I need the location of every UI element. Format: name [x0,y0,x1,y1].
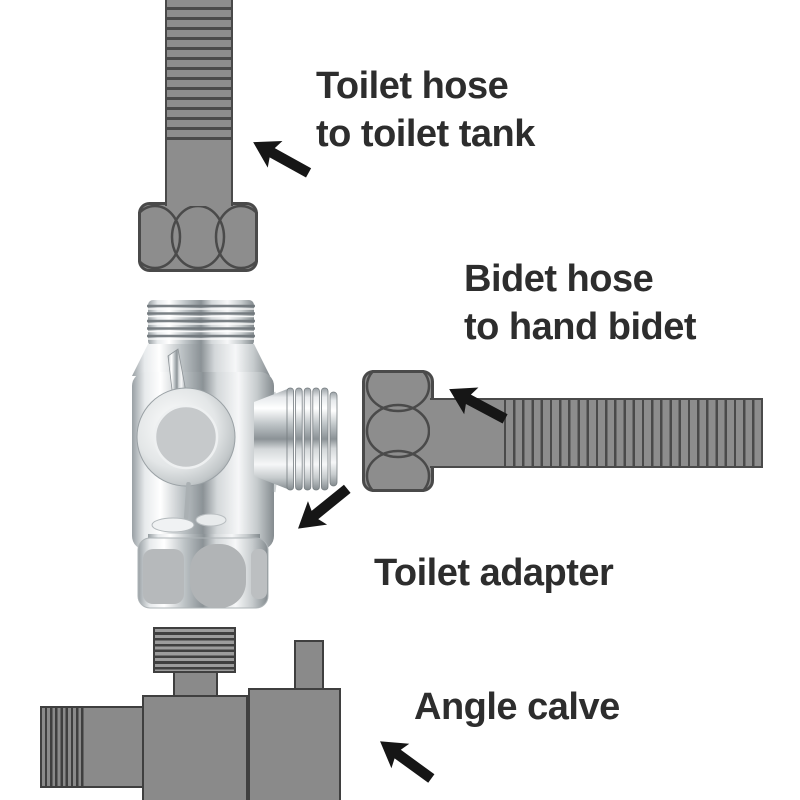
angle-valve-body [142,695,248,800]
label-bidet-hose-line2: to hand bidet [464,306,697,348]
angle-valve-left-thread [40,706,86,788]
angle-valve-right-block [248,688,341,800]
adapter-right-thread [254,387,338,491]
arrow-toilet-hose-icon [253,141,312,178]
angle-valve-knob-stem [173,671,218,699]
adapter-top-thread [147,300,255,346]
label-bidet-hose-line1: Bidet hose [464,258,654,300]
adapter-bottom-nut [137,534,269,609]
label-toilet-adapter-text: Toilet adapter [374,552,614,594]
arrow-angle-valve-icon [380,741,435,783]
toilet-hose-corrugated-tube [165,0,233,142]
arrow-toilet-adapter-icon [298,484,351,529]
bidet-hose-corrugated-tube [497,398,763,468]
label-toilet-adapter: Toilet adapter [374,549,614,597]
label-angle-valve-text: Angle calve [414,686,620,728]
toilet-adapter-graphic [132,300,338,609]
label-toilet-hose-line1: Toilet hose [316,65,509,107]
label-toilet-hose-line2: to toilet tank [316,113,535,155]
arrow-bidet-hose-icon [449,387,508,424]
toilet-hose-smooth-tube [165,142,233,206]
label-bidet-hose: Bidet hose to hand bidet [464,255,697,351]
toilet-hose-nut [138,202,258,272]
label-toilet-hose: Toilet hose to toilet tank [316,62,535,158]
angle-valve-right-stem [294,640,324,692]
bidet-hose-nut [362,370,434,492]
angle-valve-left-pipe [86,706,146,788]
angle-valve-knob [153,627,236,673]
label-angle-valve: Angle calve [414,683,620,731]
